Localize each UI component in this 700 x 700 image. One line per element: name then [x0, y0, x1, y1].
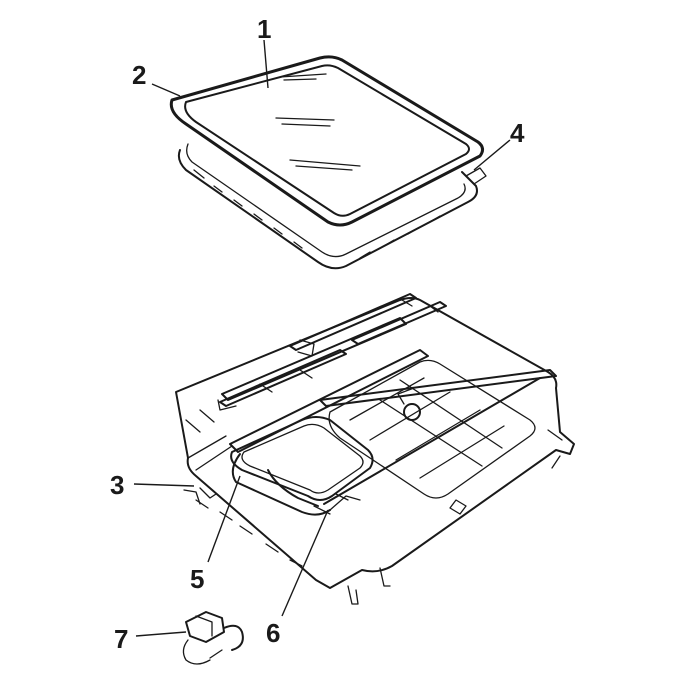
glass-panel	[169, 55, 485, 227]
switch-assembly	[182, 611, 244, 665]
callout-5: 5	[190, 564, 204, 594]
callout-3: 3	[110, 470, 124, 500]
sunroof-housing-frame	[175, 297, 575, 605]
callout-6: 6	[266, 618, 280, 648]
leader-lines	[133, 39, 511, 637]
glass-seal-frame	[177, 143, 487, 270]
callout-2: 2	[132, 60, 146, 90]
drive-cables	[231, 453, 361, 516]
callout-4: 4	[510, 118, 525, 148]
callout-7: 7	[114, 624, 128, 654]
guide-rails	[219, 293, 447, 407]
callout-1: 1	[257, 14, 271, 44]
